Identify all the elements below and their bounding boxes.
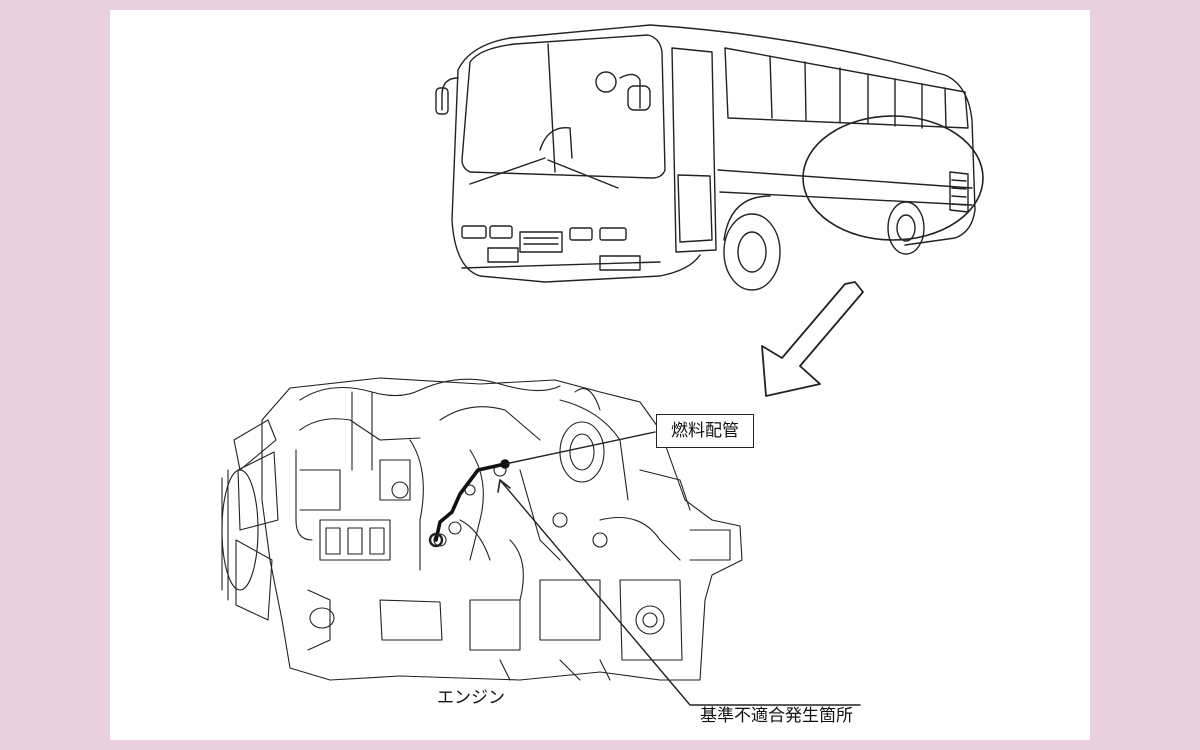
fuel-pipe-line (434, 462, 507, 542)
engine-label: エンジン (437, 688, 505, 708)
fuel-pipe-leader (504, 431, 656, 465)
engine-illustration (221, 377, 743, 681)
nonconformity-location-label: 基準不適合発生箇所 (700, 706, 853, 726)
fuel-pipe-label: 燃料配管 (656, 414, 754, 448)
bus-illustration (435, 24, 984, 291)
nonconformity-leader (499, 479, 861, 706)
zoom-arrow (761, 281, 864, 397)
